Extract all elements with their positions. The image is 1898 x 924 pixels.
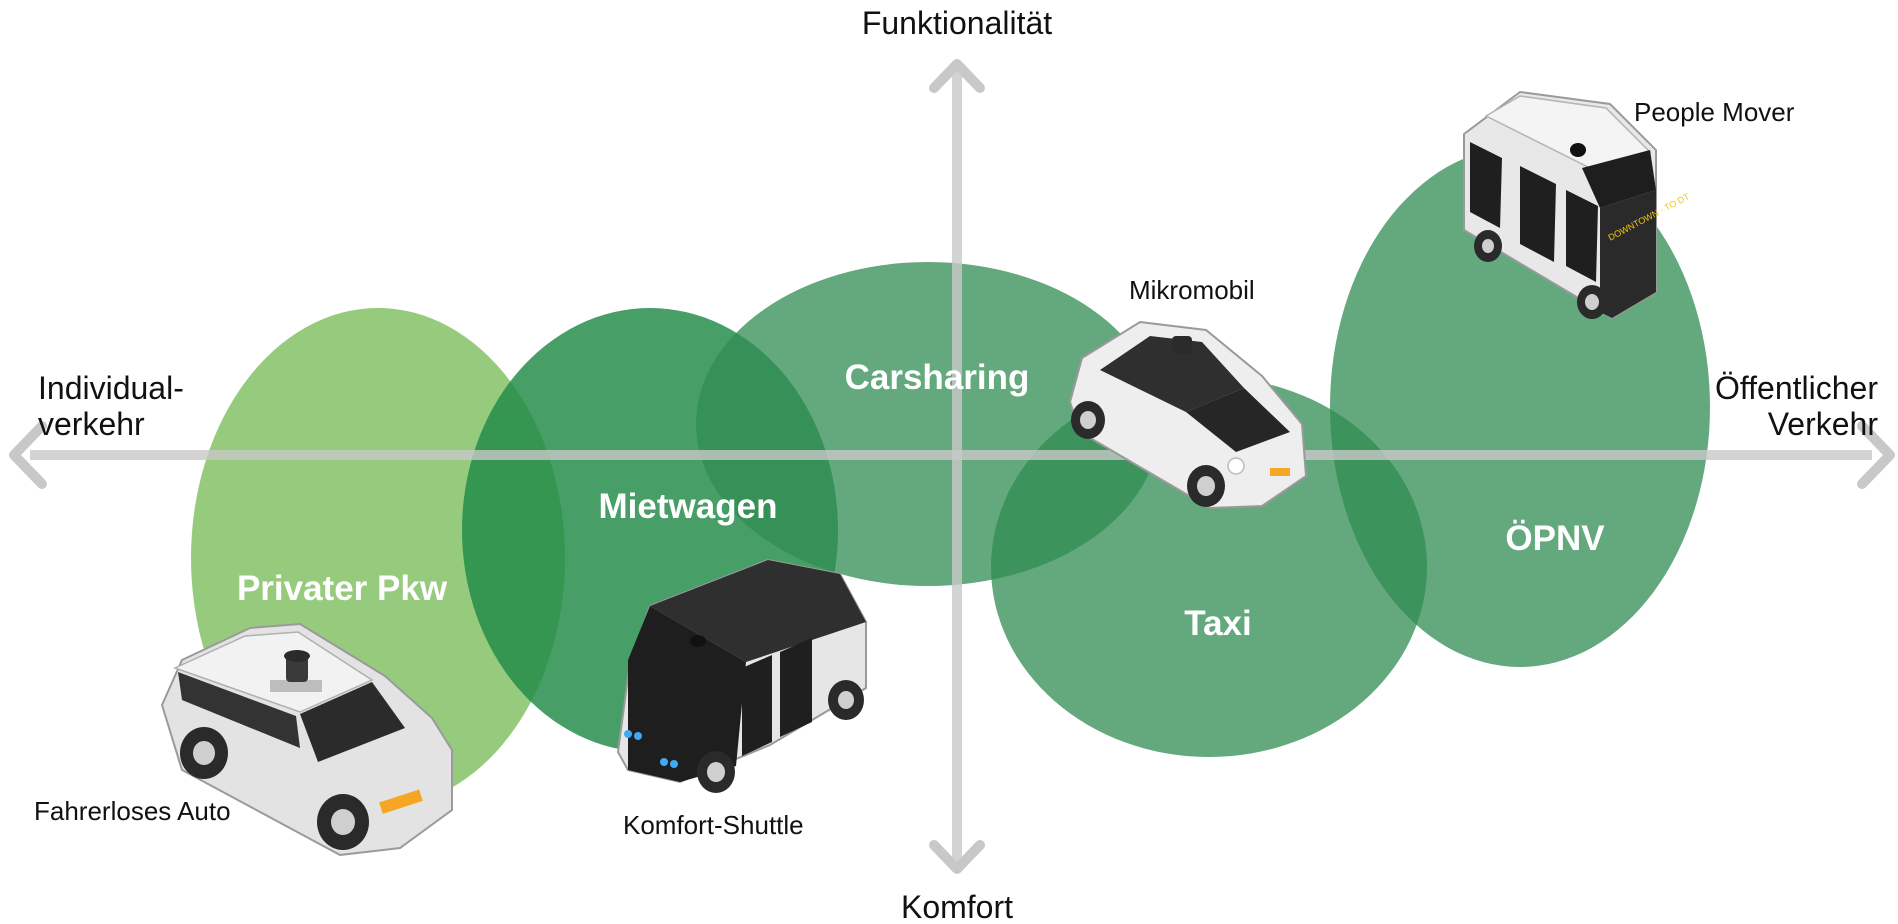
vehicle-labels: Fahrerloses Auto Komfort-Shuttle Mikromo… — [34, 97, 1795, 840]
right-arrowhead-icon — [1857, 421, 1895, 489]
zone-label-taxi: Taxi — [1184, 604, 1251, 643]
zone-label-oepnv: ÖPNV — [1505, 519, 1605, 558]
vehicle-label-fahrerloses-auto: Fahrerloses Auto — [34, 796, 231, 826]
axis-label-top: Funktionalität — [862, 5, 1052, 41]
axis-label-right-line-1: Öffentlicher — [1715, 370, 1878, 406]
axis-labels: Funktionalität Komfort Individual- verke… — [38, 5, 1878, 924]
vehicle-label-mikromobil: Mikromobil — [1129, 275, 1255, 305]
axis-label-bottom: Komfort — [901, 889, 1013, 924]
top-arrowhead-icon — [929, 59, 985, 93]
axis-label-right-line-2: Verkehr — [1768, 406, 1879, 442]
vehicle-label-komfort-shuttle: Komfort-Shuttle — [623, 810, 804, 840]
people-mover-icon: DOWNTOWN · TO DT — [1463, 90, 1692, 320]
zone-taxi — [991, 377, 1427, 757]
zone-labels: Privater Pkw Mietwagen Carsharing Taxi Ö… — [237, 358, 1605, 643]
vehicle-label-people-mover: People Mover — [1634, 97, 1795, 127]
zone-label-mietwagen: Mietwagen — [599, 487, 778, 526]
micromobile-car-icon — [1068, 320, 1308, 510]
axes — [9, 59, 1895, 874]
comfort-shuttle-icon — [616, 558, 867, 793]
driverless-car-icon — [160, 622, 453, 857]
bottom-arrowhead-icon — [929, 840, 985, 874]
zone-label-privater-pkw: Privater Pkw — [237, 569, 448, 608]
zone-label-carsharing: Carsharing — [845, 358, 1030, 397]
axis-label-left-line-1: Individual- — [38, 370, 184, 406]
axis-label-left-line-2: verkehr — [38, 406, 145, 442]
left-arrowhead-icon — [9, 421, 47, 489]
